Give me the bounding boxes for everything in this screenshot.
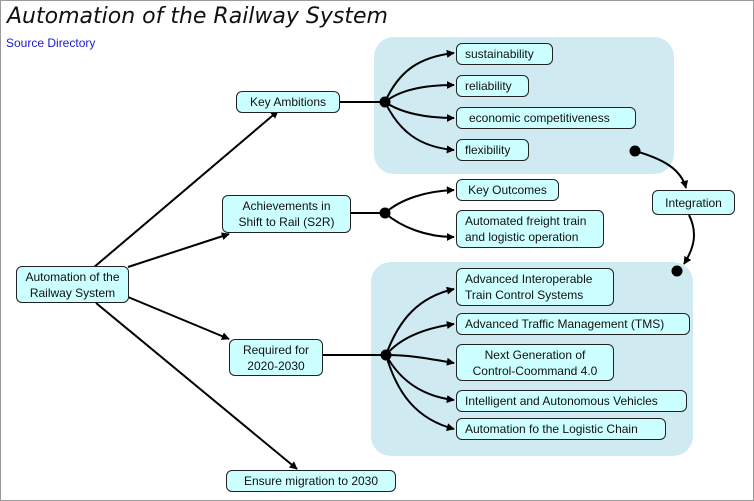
junction-dot-ambitions-group-out [629,145,641,157]
edge-j3-next-gen [385,354,455,366]
source-directory-link[interactable]: Source Directory [6,36,96,50]
edge-root-ensure [95,302,298,470]
edge-root-required [127,296,230,340]
node-traffic-management[interactable]: Advanced Traffic Management (TMS) [456,313,690,335]
edge-j3-interoperable [385,286,455,356]
node-interoperable-train-control[interactable]: Advanced Interoperable Train Control Sys… [456,268,614,306]
junction-dot-achievements [379,207,391,219]
edge-j3-intelligent [385,354,455,404]
node-automation-logistic-chain[interactable]: Automation fo the Logistic Chain [456,418,666,440]
junction-dot-ambitions [379,96,391,108]
node-key-outcomes[interactable]: Key Outcomes [456,179,559,201]
edge-j2-key-outcomes [384,186,455,214]
junction-dot-required-group-in [671,265,683,277]
edge-j2-automated-freight [384,212,455,241]
edge-root-achievements [127,232,230,268]
node-required[interactable]: Required for 2020-2030 [229,339,323,376]
node-intelligent-vehicles[interactable]: Intelligent and Autonomous Vehicles [456,390,687,412]
edge-j1-flexibility [384,101,455,154]
edge-j1-reliability [384,81,455,103]
edge-j3-automation-chain [385,354,455,432]
edge-group-integration [634,150,689,189]
edge-j3-traffic [385,321,455,356]
node-next-generation-control[interactable]: Next Generation of Control-Coommand 4.0 [456,344,614,381]
node-automated-freight[interactable]: Automated freight train and logistic ope… [456,210,604,248]
node-achievements[interactable]: Achievements in Shift to Rail (S2R) [222,195,351,233]
edge-root-key-ambitions [92,110,279,269]
edge-j1-sustainability [384,49,455,103]
junction-dot-required [380,349,392,361]
node-reliability[interactable]: reliability [456,75,529,97]
edge-j1-economic [384,101,455,122]
diagram-title: Automation of the Railway System [7,4,388,29]
node-key-ambitions[interactable]: Key Ambitions [236,91,340,113]
node-root[interactable]: Automation of the Railway System [16,266,129,303]
node-economic-competitiveness[interactable]: economic competitiveness [456,107,636,129]
node-ensure-migration[interactable]: Ensure migration to 2030 [226,470,396,492]
node-integration[interactable]: Integration [652,190,735,215]
node-sustainability[interactable]: sustainability [456,43,553,65]
edge-integration-group [683,214,696,265]
node-flexibility[interactable]: flexibility [456,139,529,161]
